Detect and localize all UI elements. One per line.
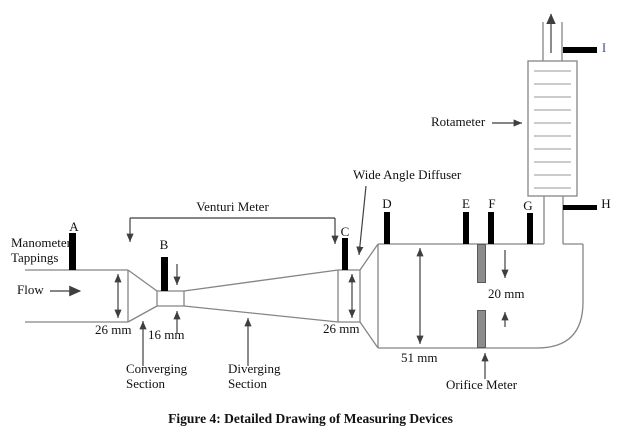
leader-wide-angle-diffuser	[356, 185, 367, 256]
tapping-bar-b	[161, 257, 168, 291]
tapping-label-i: I	[601, 40, 607, 55]
tapping-label-d: D	[382, 196, 392, 211]
tapping-label-g: G	[523, 198, 533, 213]
tapping-bar-i	[563, 47, 597, 53]
tapping-label-c: C	[340, 224, 350, 239]
outlet-pipe-outline	[542, 22, 563, 61]
rotameter-label: Rotameter	[431, 114, 486, 129]
flow-label: Flow	[17, 282, 44, 297]
tapping-bar-c	[342, 238, 348, 270]
orifice-plate-lower	[477, 310, 486, 348]
dim-outlet-26mm: 26 mm	[323, 321, 360, 336]
tapping-label-f: F	[488, 196, 496, 211]
tapping-label-e: E	[462, 196, 470, 211]
venturi-outline	[127, 269, 361, 323]
tapping-bar-e	[463, 212, 469, 244]
dim-throat-16mm: 16 mm	[148, 327, 185, 342]
dim-chamber-51mm: 51 mm	[401, 350, 438, 365]
rotameter-scale-lines	[534, 70, 571, 189]
orifice-meter-label: Orifice Meter	[446, 377, 518, 392]
diffuser-chamber-outline	[359, 243, 584, 349]
dim-inlet-26mm: 26 mm	[95, 322, 132, 337]
diverging-section-label: Diverging Section	[228, 361, 281, 391]
tapping-label-b: B	[159, 237, 169, 252]
tapping-label-h: H	[601, 196, 611, 211]
venturi-meter-bracket	[126, 217, 339, 244]
tapping-bar-f	[488, 212, 494, 244]
tapping-label-a: A	[69, 219, 79, 234]
rotameter-riser-pipe	[543, 196, 564, 244]
rotameter-outline	[527, 60, 578, 197]
tapping-bar-h	[563, 205, 597, 210]
tapping-bar-a	[69, 233, 76, 270]
tapping-bar-d	[384, 212, 390, 244]
manometer-tappings-label: Manometer Tappings	[11, 235, 71, 265]
tapping-bar-g	[527, 213, 533, 244]
converging-section-label: Converging Section	[126, 361, 188, 391]
venturi-meter-label: Venturi Meter	[196, 199, 269, 214]
inlet-pipe-outline	[25, 269, 129, 323]
wide-angle-diffuser-label: Wide Angle Diffuser	[353, 167, 462, 182]
dim-orifice-20mm: 20 mm	[488, 286, 525, 301]
orifice-plate-upper	[477, 244, 486, 283]
figure-caption: Figure 4: Detailed Drawing of Measuring …	[168, 411, 453, 426]
